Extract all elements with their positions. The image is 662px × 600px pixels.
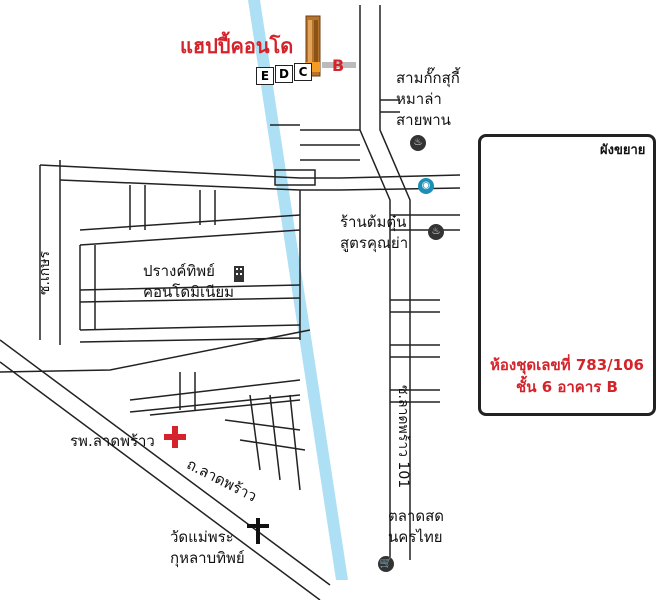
building-icon	[234, 266, 244, 282]
prang-line-2: คอนโดมิเนียม	[143, 283, 235, 301]
market-line-2: นครไทย	[388, 528, 443, 546]
unit-line-2: ชั้น 6 อาคาร B	[516, 378, 618, 396]
fork-knife-icon: ♨	[410, 135, 426, 151]
bank-icon: ◉	[418, 178, 434, 194]
condo-tower-icon	[305, 15, 321, 77]
church-line-1: วัดแม่พระ	[170, 528, 234, 546]
road-network	[0, 5, 461, 600]
prang-line-1: ปรางค์ทิพย์	[143, 262, 215, 280]
cart-icon: 🛒	[378, 556, 394, 572]
red-cross-icon	[164, 426, 186, 448]
road-kaset-label: ซ.เกษร	[37, 251, 53, 295]
building-d-label: D	[275, 65, 293, 83]
building-c-label: C	[294, 63, 312, 81]
samkok-line-2: หมาล่า	[396, 90, 442, 108]
market-line-1: ตลาดสด	[388, 507, 444, 525]
samkok-line-3: สายพาน	[396, 111, 451, 129]
canal	[248, 0, 348, 580]
tomtun-line-2: สูตรคุณย่า	[340, 234, 409, 252]
floor-plan-frame	[478, 134, 656, 416]
building-e-label: E	[256, 67, 274, 85]
zoom-label: ผังขยาย	[600, 143, 646, 158]
unit-line-1: ห้องชุดเลขที่ 783/106	[490, 356, 644, 374]
tomtun-line-1: ร้านต้มตุ๋น	[340, 213, 407, 231]
cross-icon	[247, 518, 269, 544]
fork-knife-icon: ♨	[428, 224, 444, 240]
building-b-label: B	[332, 56, 345, 75]
road-ladprao-101-label: ซ.ลาดพร้าว 101	[395, 385, 411, 489]
hospital-label: รพ.ลาดพร้าว	[70, 432, 155, 450]
church-line-2: กุหลาบทิพย์	[170, 549, 245, 567]
samkok-line-1: สามกั๊กสุกี้	[396, 69, 460, 87]
building-b-line	[322, 62, 356, 68]
condo-title: แฮปปี้คอนโด	[180, 34, 294, 58]
